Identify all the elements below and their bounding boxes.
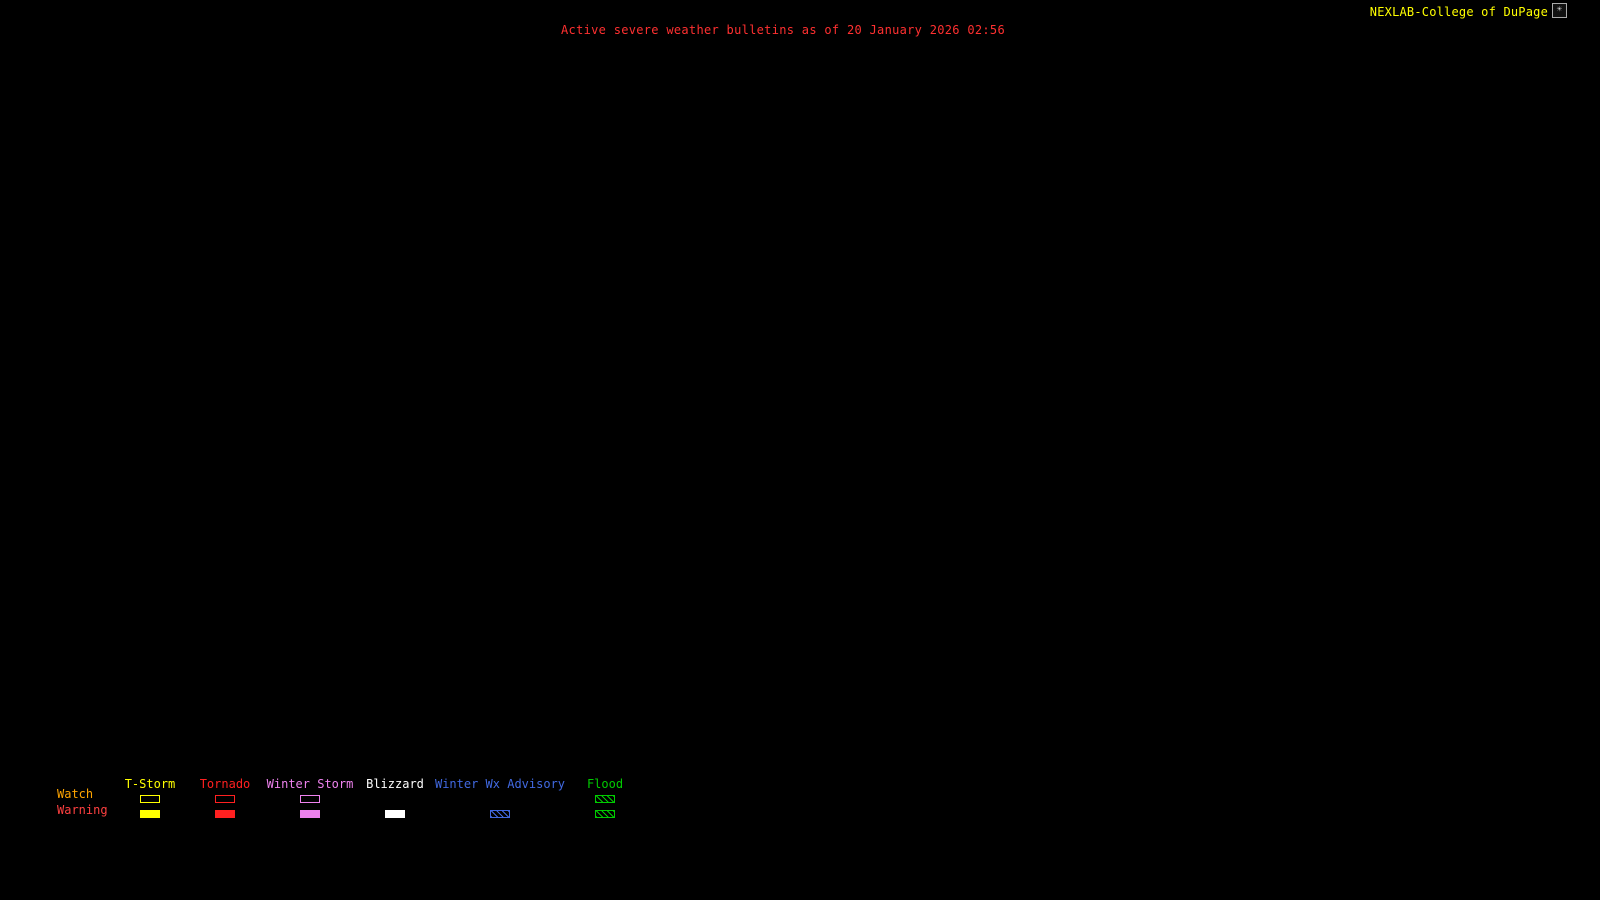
warning-swatch	[140, 810, 160, 818]
legend-category-label: Flood	[586, 777, 624, 791]
bulletin-title: Active severe weather bulletins as of 20…	[561, 23, 1005, 37]
warning-swatch	[215, 810, 235, 818]
legend-watch-row-label: Watch	[57, 787, 94, 801]
legend-category-label: Winter Storm	[266, 777, 354, 791]
warning-swatch	[300, 810, 320, 818]
watch-swatch	[595, 795, 615, 803]
legend-category-flood: Flood	[565, 777, 645, 818]
legend: Watch Warning T-Storm Tornado Winter Sto…	[0, 777, 800, 825]
legend-category-label: T-Storm	[124, 777, 176, 791]
legend-category-label: Tornado	[199, 777, 251, 791]
legend-category-label: Blizzard	[366, 777, 424, 791]
watch-swatch	[140, 795, 160, 803]
legend-warning-row-label: Warning	[57, 803, 108, 817]
warning-swatch	[595, 810, 615, 818]
legend-category-tstorm: T-Storm	[110, 777, 190, 818]
legend-category-winter-storm: Winter Storm	[258, 777, 362, 818]
legend-category-tornado: Tornado	[185, 777, 265, 818]
warning-swatch	[490, 810, 510, 818]
legend-category-winter-wx-advisory: Winter Wx Advisory	[428, 777, 572, 818]
watch-swatch	[215, 795, 235, 803]
legend-category-label: Winter Wx Advisory	[434, 777, 566, 791]
legend-category-blizzard: Blizzard	[355, 777, 435, 818]
site-logo-icon: ☀	[1552, 3, 1567, 18]
watch-swatch	[300, 795, 320, 803]
brand-text: NEXLAB-College of DuPage	[1369, 5, 1548, 19]
warning-swatch	[385, 810, 405, 818]
